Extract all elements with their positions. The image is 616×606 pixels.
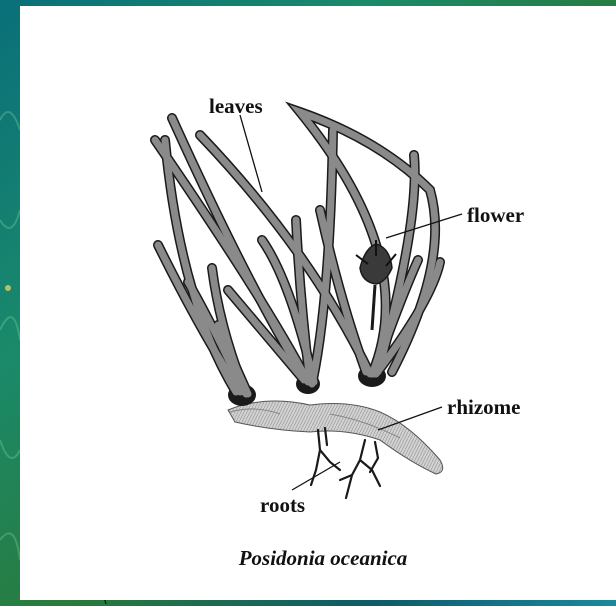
label-flower: flower — [467, 205, 524, 226]
roots — [311, 428, 380, 498]
rhizome — [228, 401, 443, 474]
leader-line-flower — [386, 214, 462, 238]
label-roots: roots — [260, 495, 305, 516]
species-caption: Posidonia oceanica — [0, 548, 616, 569]
label-leaves: leaves — [209, 96, 263, 117]
label-rhizome: rhizome — [447, 397, 520, 418]
leaves — [155, 112, 440, 394]
